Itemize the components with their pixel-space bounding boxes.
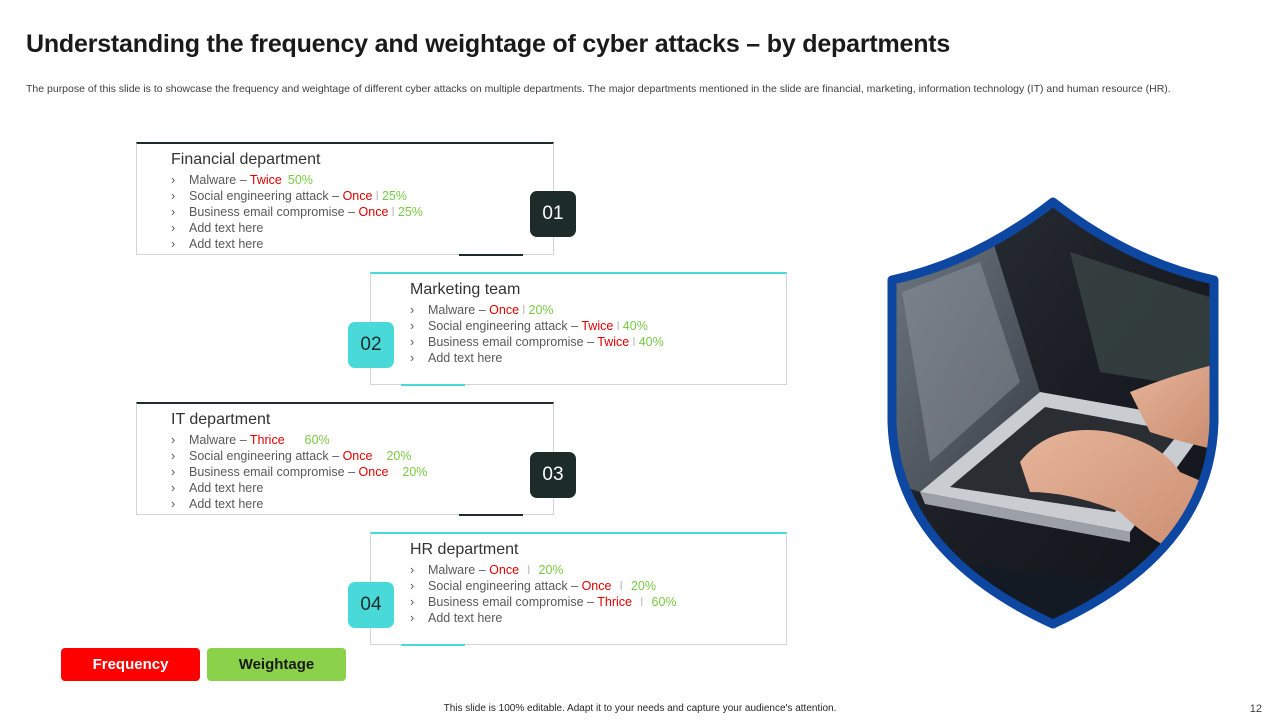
frequency-value: Once xyxy=(358,205,389,219)
chevron-right-icon: › xyxy=(171,497,176,511)
chevron-right-icon: › xyxy=(171,481,176,495)
frequency-value: Once xyxy=(358,465,389,479)
weightage-value: 50% xyxy=(287,173,313,187)
weightage-value: 40% xyxy=(622,319,648,333)
frequency-value: Once xyxy=(489,303,520,317)
frequency-value: Thrice xyxy=(249,433,285,447)
department-title: HR department xyxy=(410,541,519,558)
chevron-right-icon: › xyxy=(171,237,176,251)
weightage-value: 60% xyxy=(304,433,330,447)
weightage-value: 40% xyxy=(638,335,664,349)
chevron-right-icon: › xyxy=(410,579,415,593)
chevron-right-icon: › xyxy=(171,433,176,447)
weightage-legend: Weightage xyxy=(207,648,346,681)
chevron-right-icon: › xyxy=(171,173,176,187)
card-accent-line xyxy=(401,644,465,646)
page-subtitle: The purpose of this slide is to showcase… xyxy=(26,83,1171,95)
department-title: Financial department xyxy=(171,151,321,168)
weightage-value: 20% xyxy=(630,579,656,593)
chevron-right-icon: › xyxy=(410,563,415,577)
step-number-badge: 02 xyxy=(348,322,394,368)
weightage-value: 25% xyxy=(397,205,423,219)
weightage-value: 60% xyxy=(651,595,677,609)
department-title: IT department xyxy=(171,411,271,428)
footer-note: This slide is 100% editable. Adapt it to… xyxy=(443,703,837,714)
frequency-value: Thrice xyxy=(597,595,633,609)
chevron-right-icon: › xyxy=(171,465,176,479)
frequency-value: Once xyxy=(489,563,520,577)
frequency-value: Once xyxy=(581,579,612,593)
chevron-right-icon: › xyxy=(410,319,415,333)
list-item: ›Add text here xyxy=(171,221,264,235)
card-accent-line xyxy=(459,514,523,516)
frequency-value: Twice xyxy=(581,319,614,333)
weightage-value: 20% xyxy=(402,465,428,479)
page-number: 12 xyxy=(1249,703,1262,715)
page-title: Understanding the frequency and weightag… xyxy=(26,30,951,58)
weightage-value: 25% xyxy=(381,189,407,203)
chevron-right-icon: › xyxy=(171,189,176,203)
step-number-badge: 03 xyxy=(530,452,576,498)
list-item: ›Add text here xyxy=(410,611,503,625)
frequency-legend: Frequency xyxy=(61,648,200,681)
list-item: ›Add text here xyxy=(410,351,503,365)
chevron-right-icon: › xyxy=(410,595,415,609)
list-item: ›Add text here xyxy=(171,481,264,495)
chevron-right-icon: › xyxy=(171,205,176,219)
chevron-right-icon: › xyxy=(171,449,176,463)
chevron-right-icon: › xyxy=(171,221,176,235)
list-item: ›Add text here xyxy=(171,497,264,511)
list-item: ›Add text here xyxy=(171,237,264,251)
step-number-badge: 01 xyxy=(530,191,576,237)
frequency-value: Twice xyxy=(249,173,282,187)
department-title: Marketing team xyxy=(410,281,521,298)
weightage-value: 20% xyxy=(528,303,554,317)
step-number-badge: 04 xyxy=(348,582,394,628)
shield-laptop-photo-icon xyxy=(887,197,1219,629)
frequency-value: Twice xyxy=(597,335,630,349)
weightage-value: 20% xyxy=(386,449,412,463)
chevron-right-icon: › xyxy=(410,611,415,625)
weightage-value: 20% xyxy=(538,563,564,577)
card-accent-line xyxy=(401,384,465,386)
chevron-right-icon: › xyxy=(410,335,415,349)
chevron-right-icon: › xyxy=(410,351,415,365)
frequency-value: Once xyxy=(342,449,373,463)
frequency-value: Once xyxy=(342,189,373,203)
card-accent-line xyxy=(459,254,523,256)
chevron-right-icon: › xyxy=(410,303,415,317)
